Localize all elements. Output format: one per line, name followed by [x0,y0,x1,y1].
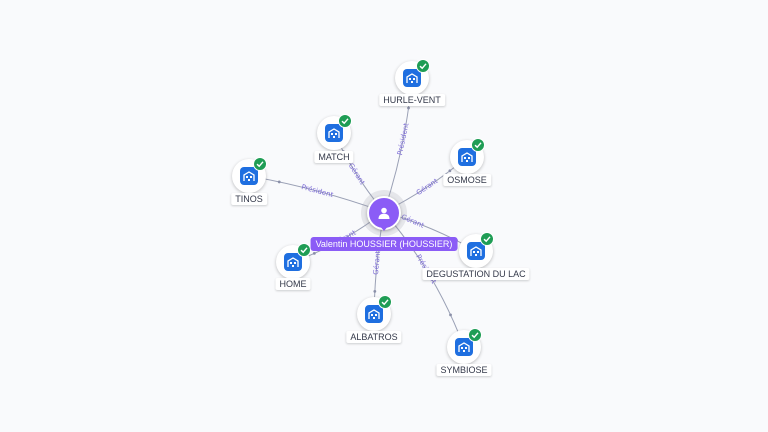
company-node[interactable] [447,328,482,364]
edge-arrow-marker [449,313,452,317]
building-icon [458,148,476,166]
verified-check-icon [338,114,352,128]
building-icon [455,338,473,356]
building-icon [467,242,485,260]
company-node[interactable] [459,232,494,268]
verified-check-icon [416,59,430,73]
edge-arrow-marker [277,180,281,184]
relation-label: Président [300,183,334,199]
relation-label: Président [396,122,411,156]
company-name-label[interactable]: SYMBIOSE [436,364,492,376]
edge-arrow-marker [448,169,452,173]
verified-check-icon [471,138,485,152]
relation-label: Gérant [347,162,367,187]
company-node[interactable] [232,157,267,193]
company-name-label[interactable]: ALBATROS [346,331,402,343]
person-node[interactable] [361,190,407,236]
company-name-label[interactable]: MATCH [314,151,354,163]
verified-check-icon [297,243,311,257]
verified-check-icon [253,157,267,171]
person-name-label[interactable]: Valentin HOUSSIER (HOUSSIER) [310,237,458,251]
company-node[interactable] [395,59,430,95]
person-icon [378,207,390,219]
company-node[interactable] [357,295,392,331]
verified-check-icon [480,232,494,246]
company-node[interactable] [276,243,311,279]
building-icon [365,305,383,323]
company-name-label[interactable]: TINOS [231,193,267,205]
building-icon [403,69,421,87]
edge-arrow-marker [407,106,410,110]
person-pin-tip [379,225,389,231]
person-pin [367,196,401,230]
company-name-label[interactable]: DEGUSTATION DU LAC [422,268,530,280]
edge-arrow-marker [312,252,316,255]
edge-arrow-marker [373,290,377,293]
building-icon [325,124,343,142]
company-name-label[interactable]: OSMOSE [443,174,491,186]
building-icon [284,253,302,271]
company-name-label[interactable]: HURLE-VENT [379,94,445,106]
relation-label: Gérant [415,177,440,197]
company-node[interactable] [317,114,352,150]
building-icon [240,167,258,185]
company-name-label[interactable]: HOME [275,278,311,290]
verified-check-icon [378,295,392,309]
relation-label: Gérant [372,250,382,275]
verified-check-icon [468,328,482,342]
company-node[interactable] [450,138,485,174]
